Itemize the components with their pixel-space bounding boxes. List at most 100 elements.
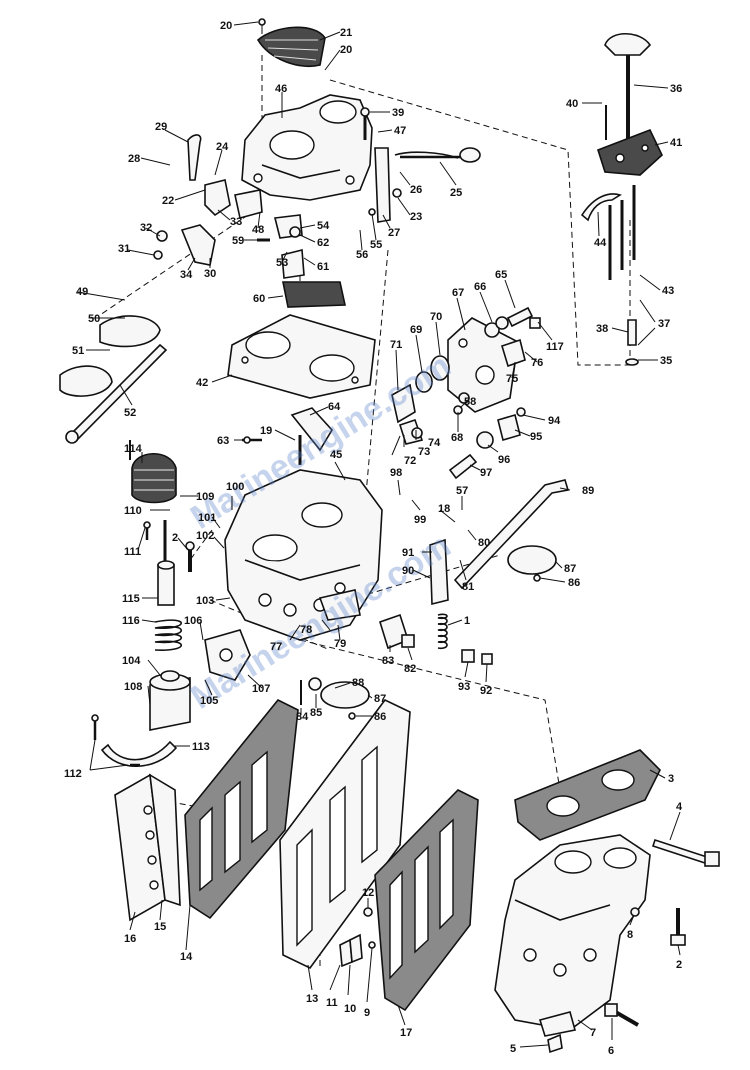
callout-91: 91 [402, 547, 414, 559]
callout-31: 31 [118, 243, 130, 255]
callout-50: 50 [88, 313, 100, 325]
bracket-91 [429, 538, 449, 606]
callout-47: 47 [394, 125, 406, 137]
callout-115: 115 [122, 593, 140, 605]
callout-90: 90 [402, 565, 414, 577]
callout-24: 24 [216, 141, 229, 153]
callout-39: 39 [392, 107, 404, 119]
callout-33: 33 [230, 216, 242, 228]
callout-5: 5 [510, 1043, 516, 1055]
callout-74: 74 [428, 437, 441, 449]
callout-52: 52 [124, 407, 136, 419]
callout-70: 70 [430, 311, 442, 323]
callout-46: 46 [275, 83, 287, 95]
callout-87-b: 87 [374, 693, 386, 705]
callout-79: 79 [334, 638, 346, 650]
linkage-lever-67 [447, 317, 519, 413]
carburetor-air-horn [241, 94, 373, 201]
screw-20-top [258, 18, 266, 34]
callout-22: 22 [162, 195, 174, 207]
manifold-bolts [547, 838, 720, 1054]
callout-78: 78 [300, 624, 312, 636]
callout-85: 85 [310, 707, 322, 719]
callout-45: 45 [330, 449, 342, 461]
callout-34: 34 [180, 269, 193, 281]
diaphragm-87-right [507, 545, 557, 575]
callout-94: 94 [548, 415, 561, 427]
callout-37: 37 [658, 318, 670, 330]
callout-12: 12 [362, 887, 374, 899]
callout-61: 61 [317, 261, 329, 273]
callout-117: 117 [546, 341, 564, 353]
callout-62: 62 [317, 237, 329, 249]
callout-25: 25 [450, 187, 462, 199]
callout-28: 28 [128, 153, 140, 165]
callout-68: 68 [451, 432, 463, 444]
callout-49: 49 [76, 286, 88, 298]
manifold-gasket-3 [514, 749, 661, 841]
callout-57: 57 [456, 485, 468, 497]
callout-19: 19 [260, 425, 272, 437]
callout-labels: 20 21 20 36 46 39 40 47 41 29 24 28 26 2… [64, 20, 683, 1057]
callout-80: 80 [478, 537, 490, 549]
callout-4: 4 [676, 801, 683, 813]
callout-82: 82 [404, 663, 416, 675]
callout-17: 17 [400, 1027, 412, 1039]
callout-36: 36 [670, 83, 682, 95]
callout-8: 8 [627, 929, 633, 941]
callout-108: 108 [124, 681, 142, 693]
callout-41: 41 [670, 137, 682, 149]
callout-6: 6 [608, 1045, 614, 1057]
callout-67: 67 [452, 287, 464, 299]
callout-53: 53 [276, 257, 288, 269]
callout-20-a: 20 [220, 20, 232, 32]
callout-100: 100 [226, 481, 244, 493]
solenoid-strap-113 [100, 740, 178, 768]
callout-97: 97 [480, 467, 492, 479]
callout-48: 48 [252, 224, 264, 236]
carburetor-main-body [224, 469, 383, 641]
callout-59: 59 [232, 235, 244, 247]
reed-plate-13 [279, 698, 411, 970]
intake-manifold [494, 834, 651, 1037]
callout-42: 42 [196, 377, 208, 389]
callout-30: 30 [204, 268, 216, 280]
callout-93: 93 [458, 681, 470, 693]
callout-105: 105 [200, 695, 218, 707]
callout-89: 89 [582, 485, 594, 497]
callout-11: 11 [326, 997, 338, 1009]
callout-77: 77 [270, 641, 282, 653]
callout-13: 13 [306, 993, 318, 1005]
callout-83: 83 [382, 655, 394, 667]
throttle-link-89 [453, 479, 570, 590]
callout-106: 106 [184, 615, 202, 627]
callout-9: 9 [364, 1007, 370, 1019]
callout-86-a: 86 [568, 577, 580, 589]
callout-21: 21 [340, 27, 352, 39]
callout-86-b: 86 [374, 711, 386, 723]
callout-14: 14 [180, 951, 193, 963]
callout-44: 44 [594, 237, 607, 249]
callout-10: 10 [344, 1003, 356, 1015]
callout-20-b: 20 [340, 44, 352, 56]
callout-18: 18 [438, 503, 450, 515]
primer-bulb-114 [131, 453, 177, 504]
callout-114: 114 [124, 443, 143, 455]
callout-2-a: 2 [172, 532, 178, 544]
callout-69: 69 [410, 324, 422, 336]
reed-block-16 [114, 773, 181, 922]
callout-111: 111 [124, 546, 141, 558]
callout-109: 109 [196, 491, 214, 503]
diaphragm-87-lower [320, 681, 370, 709]
callout-66: 66 [474, 281, 486, 293]
callout-107: 107 [252, 683, 270, 695]
gasket-14 [184, 698, 299, 920]
callout-99: 99 [414, 514, 426, 526]
bushings-69-71 [391, 306, 541, 424]
callout-35: 35 [660, 355, 672, 367]
callout-29: 29 [155, 121, 167, 133]
callout-87-a: 87 [564, 563, 576, 575]
callout-110: 110 [124, 505, 142, 517]
misc-screws [91, 436, 541, 767]
